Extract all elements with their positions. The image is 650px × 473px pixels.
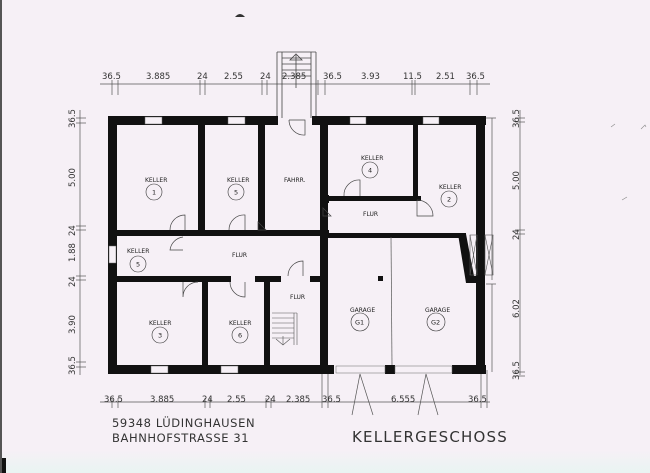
svg-text:11.5: 11.5 — [403, 72, 422, 82]
dimensions-left: 36.5 5.00 24 1.88 24 3.90 36.5 — [68, 109, 78, 375]
room-keller-6: KELLER 6 — [229, 320, 251, 344]
svg-text:36.5: 36.5 — [104, 395, 123, 405]
svg-text:5: 5 — [234, 189, 238, 197]
scan-edge — [0, 0, 2, 473]
svg-text:2.55: 2.55 — [224, 72, 243, 82]
room-keller-1: KELLER 1 — [145, 177, 167, 201]
scan-tint — [0, 450, 650, 473]
svg-text:1: 1 — [152, 189, 156, 197]
entrance-stairs — [276, 51, 317, 118]
scan-mark — [2, 458, 6, 473]
dimensions-bottom: 36.5 3.885 24 2.55 24 2.385 36.5 6.555 3… — [104, 395, 487, 405]
svg-text:GARAGE: GARAGE — [350, 307, 375, 314]
svg-text:36.5: 36.5 — [512, 109, 522, 128]
room-keller-4: KELLER 4 — [361, 155, 383, 179]
svg-text:24: 24 — [68, 276, 78, 287]
svg-text:FLUR: FLUR — [232, 252, 247, 259]
room-garage-g1: GARAGE G1 — [350, 307, 375, 332]
svg-text:G1: G1 — [355, 319, 364, 327]
svg-text:2: 2 — [447, 196, 451, 204]
svg-text:3: 3 — [158, 332, 162, 340]
svg-text:FAHRR.: FAHRR. — [284, 177, 306, 184]
svg-text:KELLER: KELLER — [227, 177, 249, 184]
room-flur-upper-right: FLUR — [363, 211, 378, 218]
svg-text:2.385: 2.385 — [286, 395, 310, 405]
svg-text:36.5: 36.5 — [102, 72, 121, 82]
svg-text:FLUR: FLUR — [363, 211, 378, 218]
room-fahrrad: FAHRR. — [284, 177, 306, 184]
svg-text:2.55: 2.55 — [227, 395, 246, 405]
svg-text:2.51: 2.51 — [436, 72, 455, 82]
room-keller-3: KELLER 3 — [149, 320, 171, 344]
room-keller-5-lower: KELLER 5 — [127, 248, 149, 273]
svg-text:KELLER: KELLER — [149, 320, 171, 327]
svg-text:KELLER: KELLER — [127, 248, 149, 255]
garage-divider — [390, 236, 393, 366]
svg-text:24: 24 — [197, 72, 208, 82]
svg-text:GARAGE: GARAGE — [425, 307, 450, 314]
svg-text:24: 24 — [202, 395, 213, 405]
svg-text:36.5: 36.5 — [466, 72, 485, 82]
svg-text:24: 24 — [260, 72, 271, 82]
address-street: BAHNHOFSTRASSE 31 — [112, 431, 250, 445]
doors — [169, 119, 434, 298]
svg-text:4: 4 — [368, 167, 372, 175]
svg-text:2.385: 2.385 — [282, 72, 306, 82]
svg-text:36.5: 36.5 — [68, 109, 78, 128]
svg-text:KELLER: KELLER — [361, 155, 383, 162]
light-shafts — [469, 234, 494, 276]
dimensions-right: 36.5 5.00 24 6.02 36.5 — [512, 109, 522, 380]
room-keller-2: KELLER 2 — [439, 184, 461, 208]
svg-text:3.93: 3.93 — [361, 72, 380, 82]
svg-text:1.88: 1.88 — [68, 243, 78, 262]
address-city: 59348 LÜDINGHAUSEN — [112, 416, 256, 430]
driveway — [351, 373, 439, 416]
scan-marks — [610, 123, 647, 201]
svg-text:3.885: 3.885 — [146, 72, 170, 82]
svg-text:KELLER: KELLER — [229, 320, 251, 327]
svg-text:KELLER: KELLER — [439, 184, 461, 191]
room-labels: KELLER 1 KELLER 5 FAHRR. KELLER 4 FLUR K… — [127, 155, 461, 344]
svg-text:36.5: 36.5 — [323, 72, 342, 82]
svg-text:5.00: 5.00 — [68, 168, 78, 187]
svg-text:5.00: 5.00 — [512, 171, 522, 190]
svg-text:6.02: 6.02 — [512, 299, 522, 318]
room-flur-lower: FLUR — [290, 294, 305, 301]
windows — [108, 116, 453, 374]
svg-text:G2: G2 — [431, 319, 440, 327]
scan-artifact — [235, 14, 245, 17]
dimensions-top: 36.5 3.885 24 2.55 24 2.385 36.5 3.93 11… — [102, 72, 485, 82]
svg-text:KELLER: KELLER — [145, 177, 167, 184]
svg-text:24: 24 — [512, 229, 522, 240]
svg-text:3.885: 3.885 — [150, 395, 174, 405]
svg-text:36.5: 36.5 — [322, 395, 341, 405]
interior-stairs — [272, 312, 298, 346]
drawing-title: KELLERGESCHOSS — [352, 428, 508, 446]
svg-text:36.5: 36.5 — [68, 356, 78, 375]
dimension-lines — [76, 80, 525, 408]
svg-text:5: 5 — [136, 261, 140, 269]
svg-text:36.5: 36.5 — [468, 395, 487, 405]
room-flur-center: FLUR — [232, 252, 247, 259]
svg-text:6: 6 — [238, 332, 242, 340]
svg-text:24: 24 — [68, 225, 78, 236]
svg-text:3.90: 3.90 — [68, 315, 78, 334]
room-garage-g2: GARAGE G2 — [425, 307, 450, 332]
svg-text:36.5: 36.5 — [512, 361, 522, 380]
svg-text:FLUR: FLUR — [290, 294, 305, 301]
svg-text:6.555: 6.555 — [391, 395, 415, 405]
room-keller-5-upper: KELLER 5 — [227, 177, 249, 201]
svg-text:24: 24 — [265, 395, 276, 405]
